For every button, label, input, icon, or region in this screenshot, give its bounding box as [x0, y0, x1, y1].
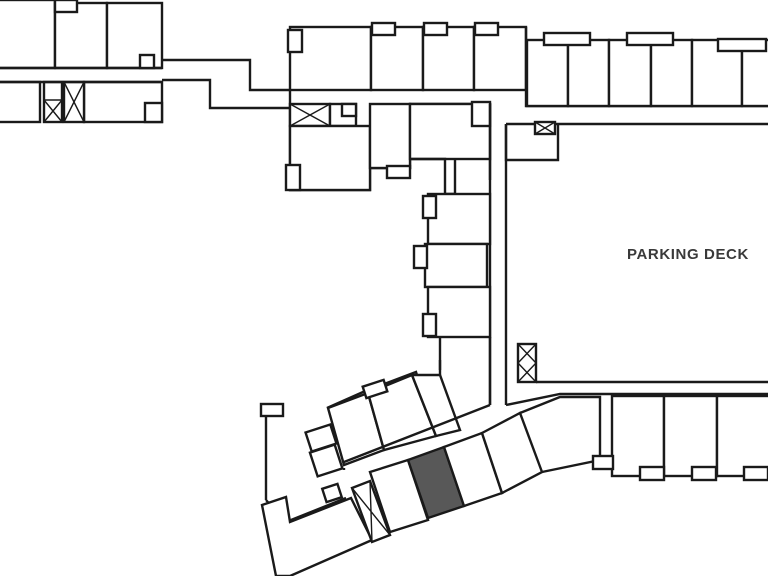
room-se-3[interactable]	[715, 394, 768, 478]
room-ne-3[interactable]	[607, 38, 653, 108]
door-center-1	[284, 163, 302, 192]
door-spine-2	[412, 244, 429, 270]
central-spine	[412, 192, 492, 405]
door-spine-1	[421, 194, 438, 220]
parking-deck-label: PARKING DECK	[627, 246, 749, 263]
northeast-wing	[524, 27, 768, 108]
room-ne-2[interactable]	[566, 38, 611, 108]
south-center-wing	[342, 392, 768, 544]
stair-nw	[42, 80, 64, 124]
room-spine-1[interactable]	[426, 192, 492, 246]
central-core	[284, 90, 492, 405]
door-ne-3	[716, 37, 768, 53]
room-ne-1[interactable]	[525, 38, 570, 108]
room-sw-5[interactable]	[308, 443, 344, 478]
door-nw-2	[138, 53, 156, 70]
room-nc-1[interactable]	[288, 25, 373, 92]
north-center-wing	[286, 21, 528, 92]
door-se-3	[690, 465, 718, 482]
door-nc-1	[286, 28, 304, 54]
door-se-2	[638, 465, 666, 482]
door-nw-1	[53, 0, 79, 14]
door-center-2	[385, 164, 412, 180]
southwest-wing	[259, 360, 462, 576]
door-se-4	[742, 465, 768, 482]
room-nc-2[interactable]	[369, 25, 425, 92]
door-sw-3	[320, 482, 344, 504]
door-ne-2	[625, 31, 675, 47]
room-spine-3[interactable]	[426, 285, 492, 339]
door-nc-3	[422, 21, 449, 37]
elevator-parking-south	[516, 342, 538, 384]
room-se-2[interactable]	[662, 394, 719, 478]
door-nw-3	[143, 101, 164, 124]
room-nw-1[interactable]	[0, 0, 57, 70]
room-ne-4[interactable]	[649, 38, 694, 108]
room-sw-6[interactable]	[260, 495, 374, 576]
door-ne-1	[542, 31, 592, 47]
door-spine-3	[421, 312, 438, 338]
door-sw-1	[361, 378, 389, 400]
corridor-north	[162, 58, 290, 110]
room-spine-2[interactable]	[423, 242, 489, 289]
door-center-3	[470, 100, 492, 128]
room-nc-3[interactable]	[421, 25, 476, 92]
parking-deck-area	[504, 120, 768, 405]
door-se-1	[591, 454, 615, 471]
room-center-2[interactable]	[368, 102, 412, 170]
door-nc-4	[473, 21, 500, 37]
room-nw-4[interactable]	[0, 80, 42, 124]
room-se-1[interactable]	[610, 394, 666, 478]
room-center-1[interactable]	[288, 124, 372, 192]
room-nc-4[interactable]	[472, 25, 528, 92]
southeast-wing	[591, 394, 768, 482]
door-sw-2	[259, 402, 285, 418]
door-nc-2	[370, 21, 397, 37]
northwest-wing	[0, 0, 164, 124]
